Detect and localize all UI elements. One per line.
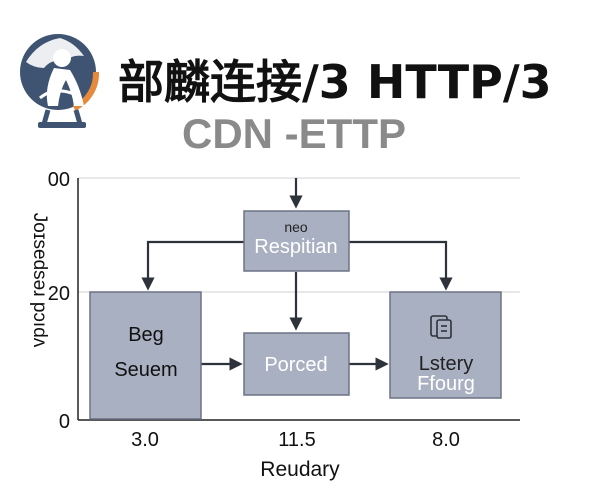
connectors (141, 178, 453, 371)
x-tick-label: 11.5 (278, 429, 315, 451)
x-tick-label: 8.0 (432, 429, 460, 451)
node-box (389, 291, 502, 399)
node-label: Porced (264, 354, 327, 376)
arrow-top-to-left (141, 240, 244, 291)
node-label-line2: Ffourg (417, 373, 475, 395)
y-tick-label: 20 (48, 283, 70, 305)
y-tick-label: 0 (59, 411, 70, 433)
y-tick-label: 00 (48, 169, 70, 191)
node-beg-seuem: Beg Seuem (89, 291, 202, 420)
page-title: 部麟连接/3 HTTP/3 (118, 55, 552, 109)
node-label-line2: Seuem (114, 359, 177, 381)
node-label: Respitian (254, 236, 337, 258)
y-axis-label: Joɪsedsəɹ pɔıdʌ (29, 213, 50, 348)
page-subtitle: CDN -ETTP (182, 110, 406, 157)
node-box (243, 332, 350, 396)
x-tick-label: 3.0 (131, 429, 159, 451)
node-label-line1: Lstery (419, 353, 473, 375)
node-label-line1: Beg (128, 324, 164, 346)
document-icon (430, 315, 452, 339)
node-small-label: neo (284, 219, 308, 235)
globe-runner-logo-icon (20, 34, 100, 128)
node-lstery-ffourg: Lstery Ffourg (389, 291, 502, 399)
node-respitian: neo Respitian (243, 210, 350, 272)
node-box (243, 210, 350, 272)
x-axis-label: Reudary (260, 458, 340, 481)
arrow-top-to-right (349, 240, 453, 291)
node-porced: Porced (243, 332, 350, 396)
node-box (89, 291, 202, 420)
